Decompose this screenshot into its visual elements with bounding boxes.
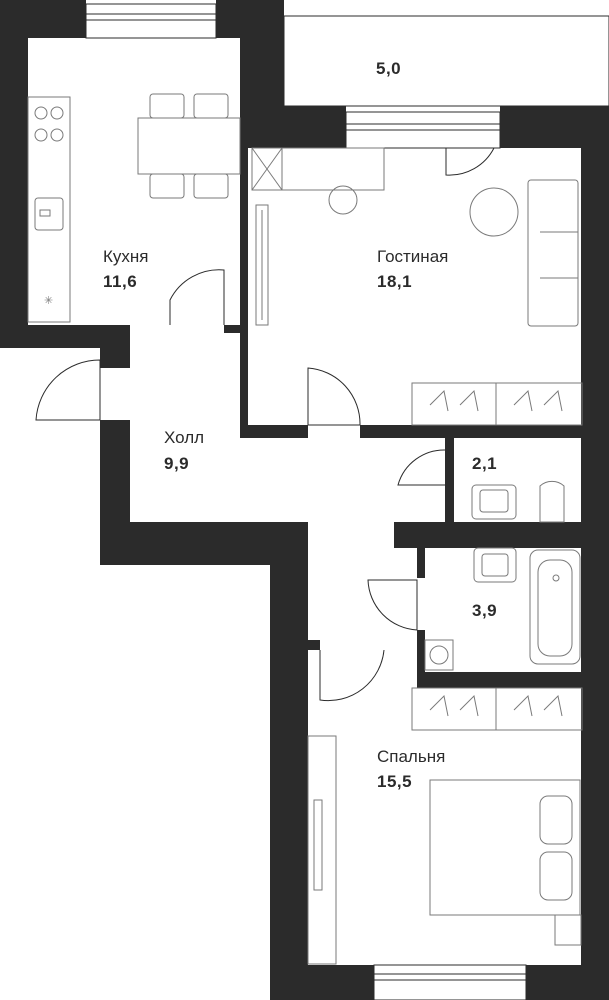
room-area-bedroom: 15,5 [377, 772, 412, 791]
doors [35, 147, 495, 702]
room-name-hall: Холл [164, 428, 204, 447]
room-area-hall: 9,9 [164, 454, 189, 473]
room-area-bathroom: 3,9 [472, 601, 497, 620]
room-name-bedroom: Спальня [377, 747, 445, 766]
room-name-living: Гостиная [377, 247, 448, 266]
windows [85, 3, 527, 1000]
room-labels: Кухня 11,6 Гостиная 18,1 Холл 9,9 Спальн… [103, 59, 497, 791]
living-furniture [251, 147, 583, 426]
room-area-living: 18,1 [377, 272, 412, 291]
room-area-kitchen: 11,6 [103, 272, 137, 291]
svg-text:✳: ✳ [44, 294, 53, 307]
bedroom-furniture [307, 687, 583, 965]
room-name-kitchen: Кухня [103, 247, 149, 266]
kitchen-furniture: ✳ [27, 93, 241, 323]
room-area-toilet: 2,1 [472, 454, 497, 473]
bathroom-furniture [424, 480, 581, 671]
room-area-balcony: 5,0 [376, 59, 401, 78]
